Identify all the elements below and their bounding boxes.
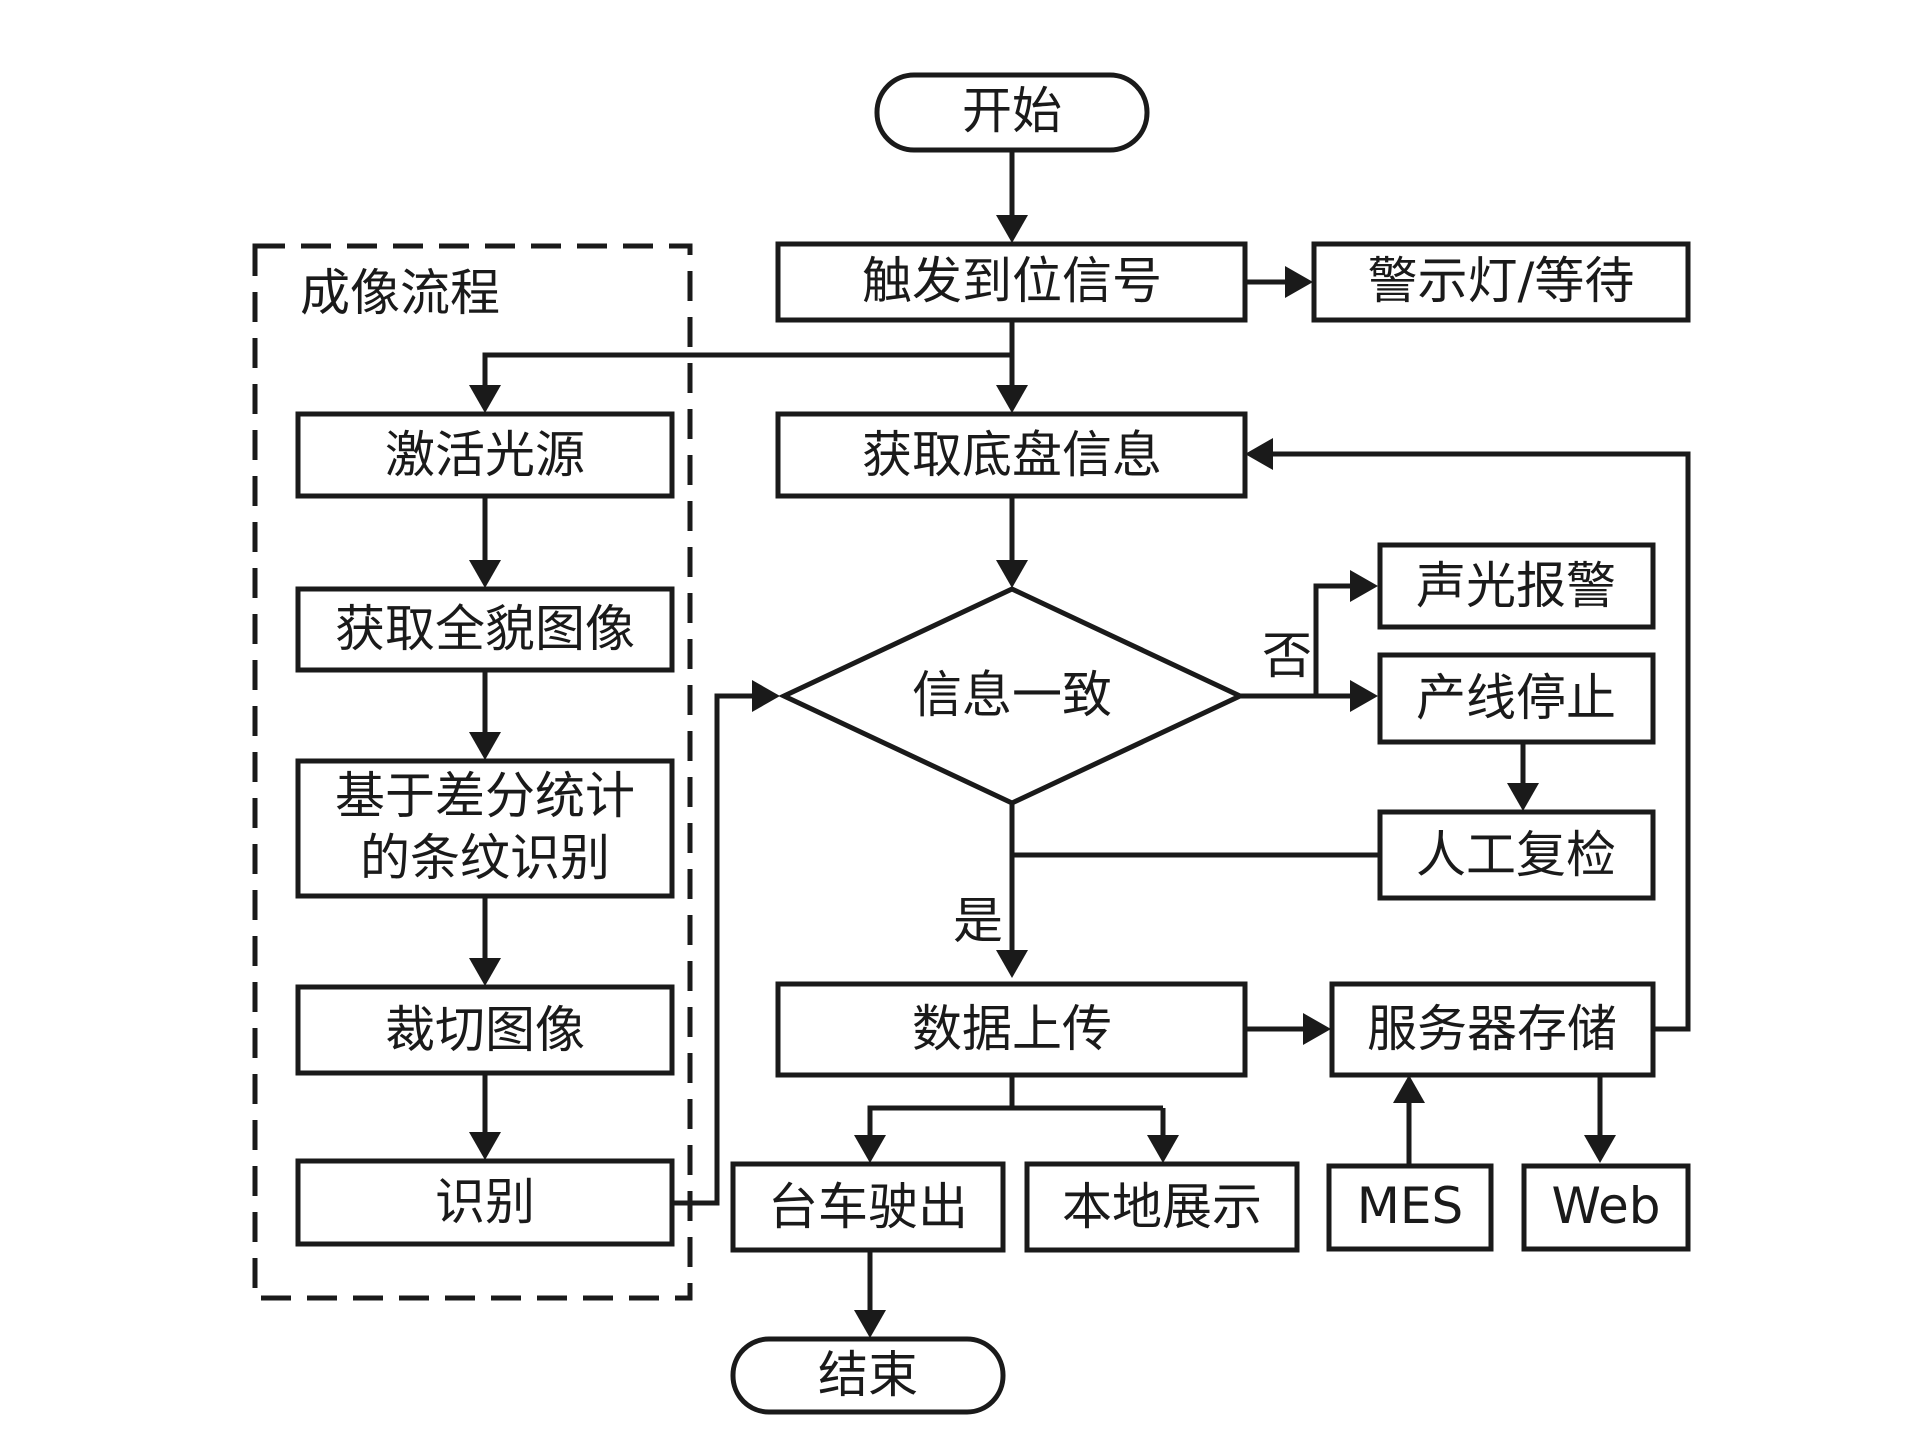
data-upload-node: 数据上传 [775, 981, 1248, 1078]
connectors [469, 150, 1691, 1338]
end-label: 结束 [818, 1346, 918, 1404]
get-full-image-node: 获取全貌图像 [295, 586, 675, 673]
trigger-signal-label: 触发到位信号 [862, 252, 1162, 310]
web-node: Web [1521, 1163, 1691, 1252]
stripe-recognition-node: 基于差分统计 的条纹识别 [295, 758, 675, 899]
arrowhead-icon [1303, 1013, 1331, 1045]
arrowhead-icon [1350, 680, 1378, 712]
arrowhead-icon [752, 680, 780, 712]
mes-node: MES [1326, 1163, 1494, 1252]
get-full-image-label: 获取全貌图像 [335, 600, 635, 658]
arrowhead-icon [854, 1135, 886, 1163]
manual-recheck-label: 人工复检 [1416, 826, 1616, 884]
edge-trigger-to-activate-light [482, 352, 1012, 390]
arrowhead-icon [854, 1310, 886, 1338]
stripe-recognition-label-line2: 的条纹识别 [360, 829, 610, 887]
warning-light-wait-node: 警示灯/等待 [1311, 241, 1691, 323]
get-chassis-info-node: 获取底盘信息 [775, 411, 1248, 499]
trigger-signal-node: 触发到位信号 [775, 241, 1248, 323]
arrowhead-icon [996, 385, 1028, 413]
end-terminal: 结束 [730, 1336, 1006, 1415]
manual-recheck-node: 人工复检 [1377, 809, 1656, 901]
recognize-label: 识别 [435, 1173, 535, 1231]
arrowhead-icon [469, 385, 501, 413]
imaging-process-group-frame [252, 243, 693, 1301]
server-storage-node: 服务器存储 [1329, 981, 1656, 1078]
arrowhead-icon [469, 1132, 501, 1160]
info-match-decision: 信息一致 [778, 586, 1246, 806]
data-upload-label: 数据上传 [912, 1000, 1112, 1058]
sound-light-alarm-label: 声光报警 [1416, 557, 1616, 615]
arrowhead-icon [469, 958, 501, 986]
local-display-label: 本地展示 [1062, 1178, 1262, 1236]
arrowhead-icon [469, 732, 501, 760]
arrowhead-icon [1393, 1075, 1425, 1103]
info-match-label: 信息一致 [912, 666, 1112, 724]
line-stop-node: 产线停止 [1377, 652, 1656, 745]
edge-no-to-alarm [1313, 583, 1355, 696]
activate-light-node: 激活光源 [295, 411, 675, 499]
local-display-node: 本地展示 [1024, 1161, 1300, 1253]
start-label: 开始 [962, 82, 1062, 140]
arrowhead-icon [1507, 783, 1539, 811]
arrowhead-icon [1584, 1135, 1616, 1163]
arrowhead-icon [1285, 266, 1313, 298]
arrowhead-icon [996, 560, 1028, 588]
activate-light-label: 激活光源 [385, 426, 585, 484]
arrowhead-icon [996, 215, 1028, 243]
recognize-node: 识别 [295, 1158, 675, 1247]
line-stop-label: 产线停止 [1416, 669, 1616, 727]
stripe-recognition-label-line1: 基于差分统计 [335, 767, 635, 825]
web-label: Web [1551, 1177, 1660, 1235]
arrowhead-icon [1350, 570, 1378, 602]
edge-label-yes: 是 [953, 892, 1003, 950]
crop-image-label: 裁切图像 [385, 1001, 585, 1059]
arrowhead-icon [996, 950, 1028, 978]
edge-recognize-to-decision [672, 693, 757, 1206]
mes-label: MES [1357, 1177, 1463, 1235]
crop-image-node: 裁切图像 [295, 984, 675, 1076]
edge-label-no: 否 [1262, 627, 1312, 685]
edge-upload-to-cart [867, 1105, 1163, 1140]
server-storage-label: 服务器存储 [1367, 1000, 1617, 1058]
imaging-process-group-label: 成像流程 [300, 264, 500, 322]
cart-exit-node: 台车驶出 [730, 1161, 1006, 1253]
get-chassis-info-label: 获取底盘信息 [862, 426, 1162, 484]
arrowhead-icon [1147, 1135, 1179, 1163]
edge-server-to-chassis [1268, 451, 1691, 1032]
warning-light-wait-label: 警示灯/等待 [1368, 252, 1635, 310]
arrowhead-icon [469, 560, 501, 588]
arrowhead-icon [1245, 438, 1273, 470]
start-terminal: 开始 [874, 72, 1150, 153]
cart-exit-label: 台车驶出 [768, 1178, 968, 1236]
sound-light-alarm-node: 声光报警 [1377, 542, 1656, 630]
